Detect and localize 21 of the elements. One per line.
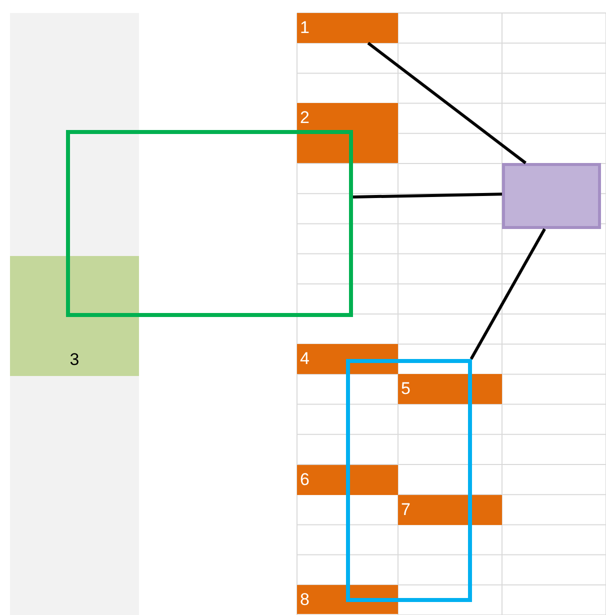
filled-cell (297, 103, 398, 164)
cell-number: 6 (300, 470, 310, 490)
highlight-box (502, 163, 601, 229)
filled-cell (398, 494, 502, 525)
cell-number: 4 (300, 349, 310, 370)
filled-cell (398, 374, 502, 404)
connector-line (352, 192, 502, 198)
filled-cell (297, 464, 398, 495)
highlight-frame (66, 130, 353, 317)
filled-cell (10, 256, 139, 376)
filled-cell (297, 13, 398, 44)
connector-line (367, 42, 526, 164)
cell-number: 7 (401, 500, 410, 520)
cell-number: 1 (300, 18, 310, 38)
cell-number: 3 (68, 350, 80, 370)
cell-number: 2 (300, 108, 310, 128)
highlight-frame (346, 359, 472, 602)
filled-cell (297, 344, 398, 374)
cell-number: 5 (401, 379, 410, 400)
connector-line (470, 228, 546, 360)
cell-number: 8 (300, 590, 310, 610)
